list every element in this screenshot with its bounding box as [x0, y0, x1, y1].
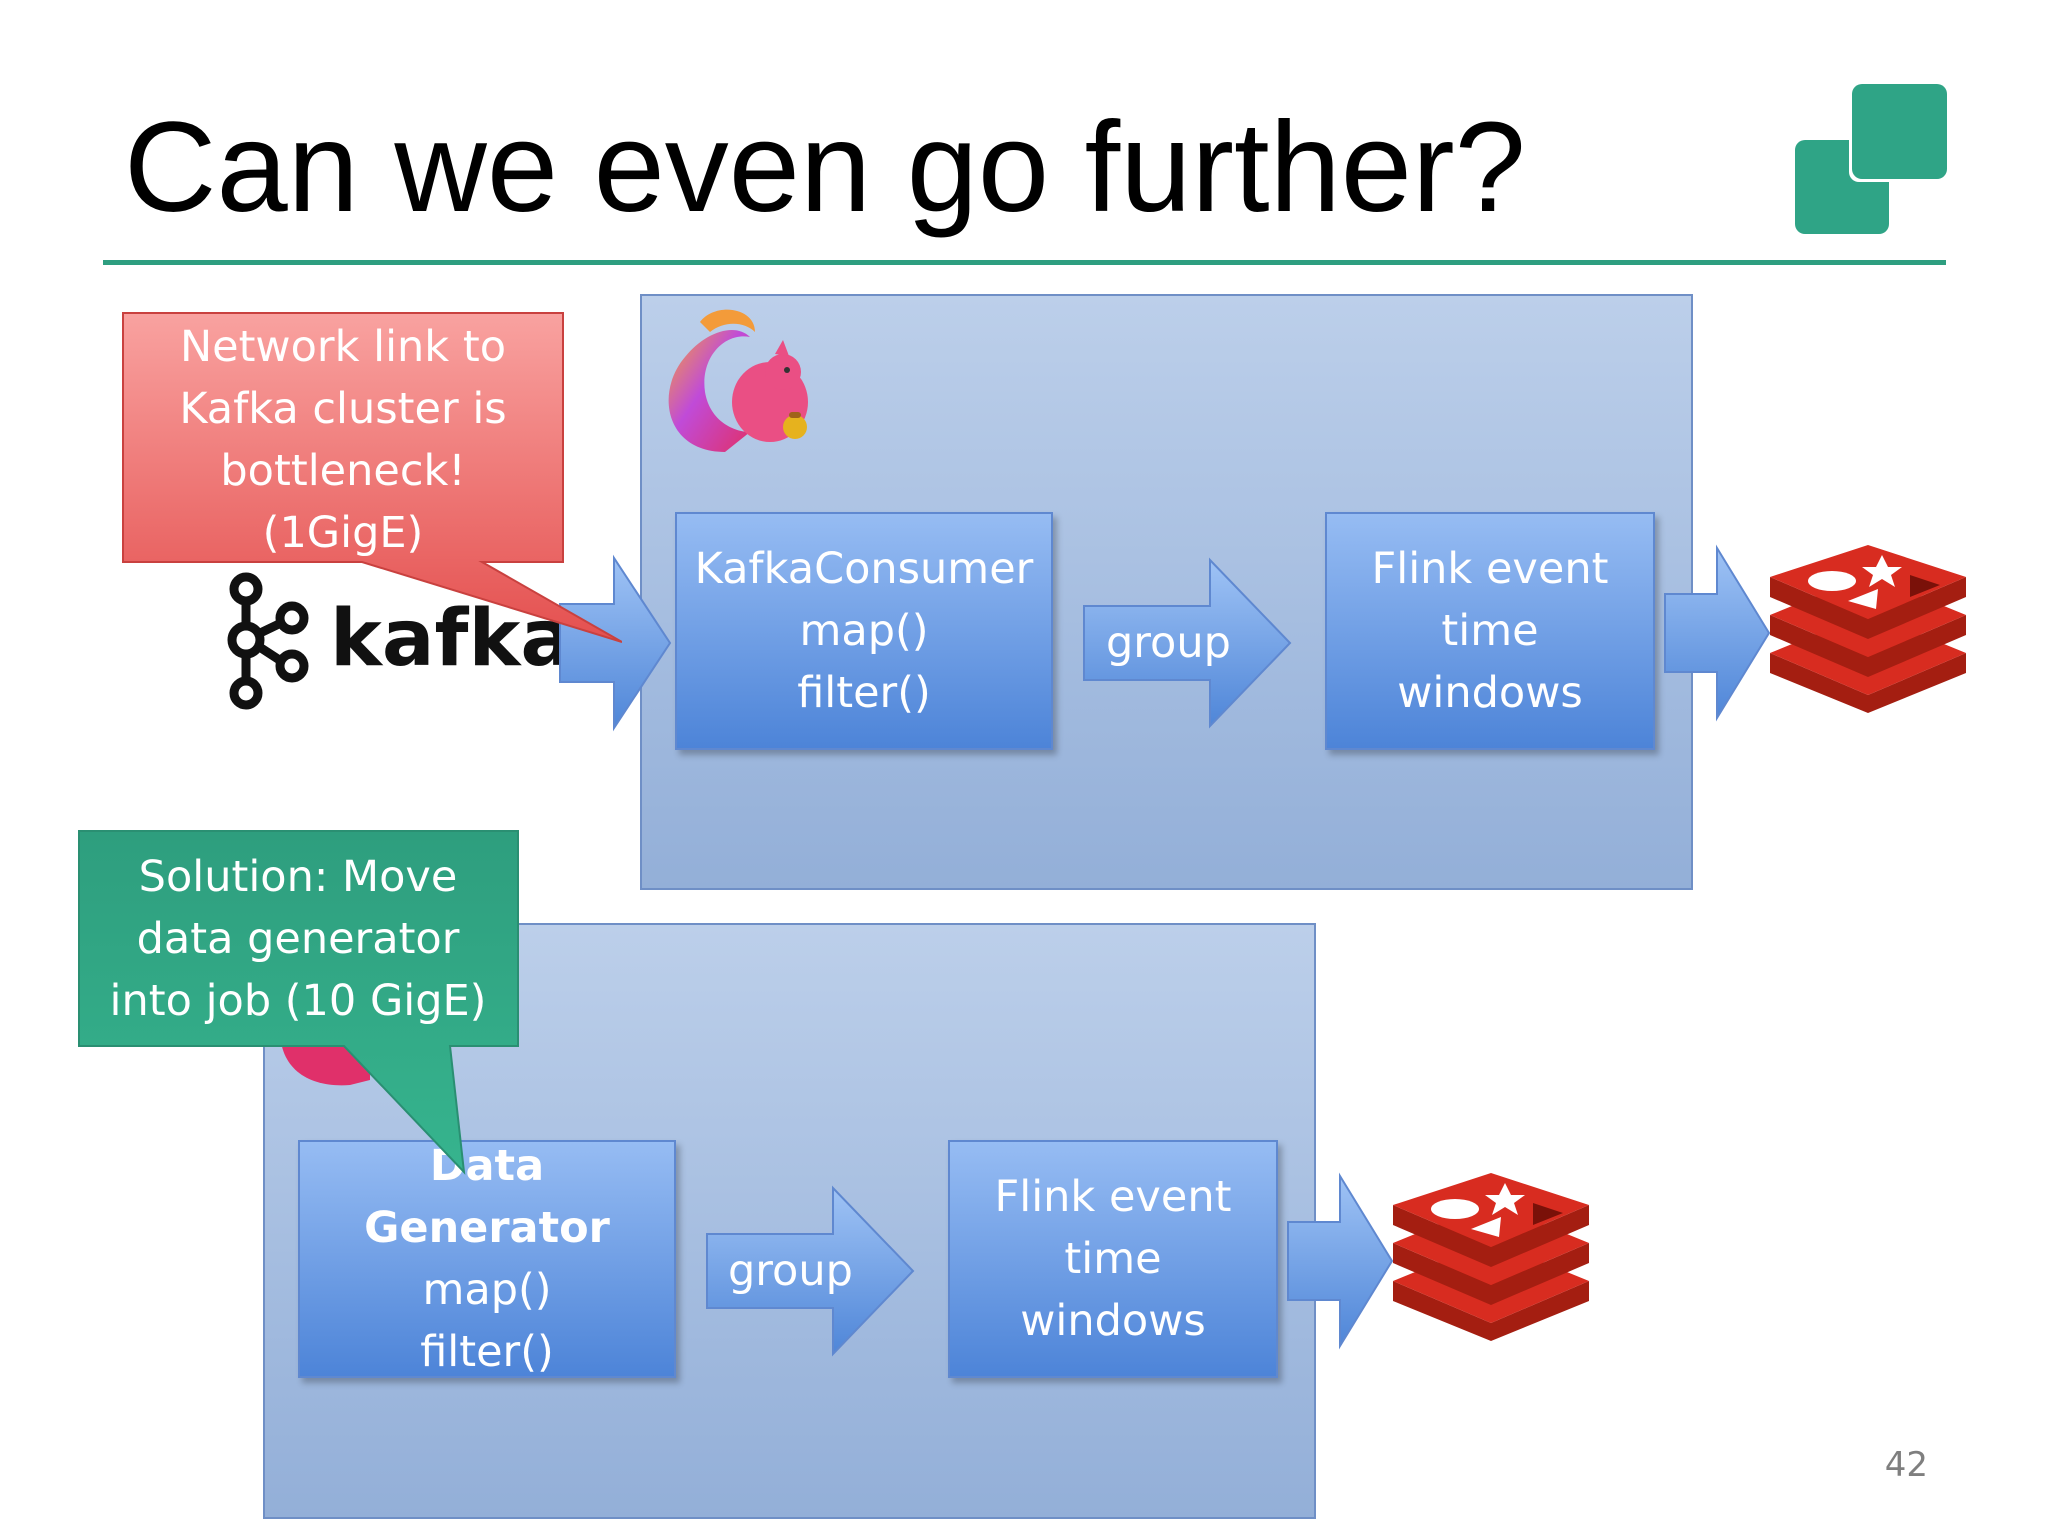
callout-line: (1GigE) — [262, 508, 424, 558]
stage-line: windows — [1397, 668, 1583, 718]
stage-line: time — [1441, 606, 1539, 656]
group-arrow-bottom — [706, 1185, 915, 1357]
group-label-top: group — [1106, 618, 1231, 668]
stage-line: time — [1064, 1234, 1162, 1284]
stage-line: Flink event — [1371, 544, 1609, 594]
callout-line: bottleneck! — [220, 446, 466, 496]
window-to-redis-arrow-top — [1664, 544, 1771, 722]
slide-logo-icon — [1795, 84, 1947, 236]
bottleneck-callout-text: Network link to Kafka cluster is bottlen… — [122, 316, 564, 564]
callout-line: Solution: Move — [138, 852, 458, 902]
stage-line: KafkaConsumer — [694, 544, 1034, 594]
title-divider — [103, 260, 1946, 265]
stage-line: windows — [1020, 1296, 1206, 1346]
callout-line: into job (10 GigE) — [109, 976, 487, 1026]
callout-line: Kafka cluster is — [179, 384, 507, 434]
stage-line: Flink event — [994, 1172, 1232, 1222]
redis-icon — [1770, 545, 1966, 713]
stage-line: filter() — [420, 1327, 554, 1377]
page-number: 42 — [1884, 1445, 1928, 1485]
data-generator-stage: Data Generator map() filter() — [298, 1140, 676, 1378]
group-label-bottom: group — [728, 1246, 853, 1296]
kafka-consumer-stage: KafkaConsumer map() filter() — [675, 512, 1053, 750]
callout-line: Network link to — [179, 322, 507, 372]
solution-callout-shape — [78, 830, 519, 1175]
redis-icon — [1393, 1173, 1589, 1341]
bottleneck-callout-shape — [122, 312, 622, 643]
stage-line: map() — [422, 1265, 552, 1315]
window-to-redis-arrow-bottom — [1287, 1172, 1394, 1350]
kafka-to-consumer-arrow — [559, 554, 672, 732]
slide-title: Can we even go further? — [124, 96, 1526, 239]
flink-squirrel-icon — [668, 309, 808, 452]
callout-line: data generator — [136, 914, 460, 964]
stage-line: map() — [799, 606, 929, 656]
flink-window-stage-bottom: Flink event time windows — [948, 1140, 1278, 1378]
solution-callout-text: Solution: Move data generator into job (… — [78, 846, 518, 1032]
stage-line: filter() — [797, 668, 931, 718]
flink-window-stage-top: Flink event time windows — [1325, 512, 1655, 750]
group-arrow-top — [1083, 557, 1292, 729]
